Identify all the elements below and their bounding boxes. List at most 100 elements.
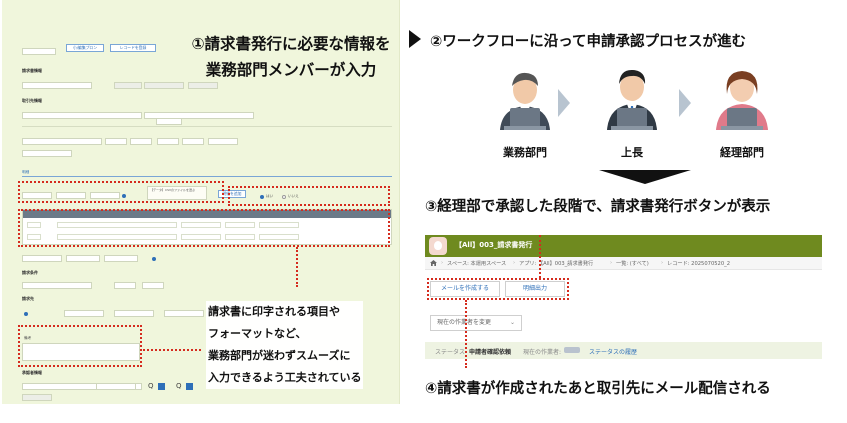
table-cell[interactable]	[27, 222, 41, 228]
detail-output-button[interactable]: 明細出力	[505, 281, 565, 297]
home-icon[interactable]	[430, 260, 437, 266]
table-cell[interactable]	[259, 222, 299, 228]
note-line2: フォーマットなど、	[208, 327, 307, 340]
table-cell[interactable]	[27, 234, 41, 240]
app-screenshot: 【All】003_請求書発行 › スペース: 本運用スペース › アプリ: 【A…	[425, 235, 822, 368]
user-select-icon[interactable]	[186, 383, 193, 390]
approver-input-2[interactable]	[96, 383, 136, 390]
connector-line	[465, 300, 467, 368]
highlight-box-upload	[18, 181, 224, 203]
add-detail-button[interactable]: 明細を追加	[218, 190, 246, 198]
radio-format[interactable]	[122, 194, 126, 198]
table-cell[interactable]	[225, 234, 255, 240]
arrow-right-icon	[409, 30, 421, 48]
arrow-down-icon	[599, 170, 691, 184]
table-cell[interactable]	[57, 234, 177, 240]
radio-tax-mode[interactable]	[152, 257, 156, 261]
field-rate[interactable]	[182, 138, 204, 145]
chevron-down-icon: ⌄	[509, 319, 515, 326]
memo-textarea[interactable]	[22, 343, 140, 361]
field-account-c[interactable]	[164, 310, 204, 317]
field-billing-day[interactable]	[114, 282, 136, 289]
table-cell[interactable]	[57, 222, 177, 228]
field-invoice-extra	[188, 82, 218, 89]
field-tax[interactable]	[157, 138, 179, 145]
change-assignee-button[interactable]: 現在の作業者を変更 ⌄	[430, 315, 522, 331]
breadcrumb-space[interactable]: スペース: 本運用スペース	[447, 261, 507, 267]
section-invoice-heading: 請求書情報	[22, 68, 42, 73]
user-select-icon[interactable]	[158, 383, 165, 390]
field-customer-address[interactable]	[144, 112, 254, 119]
field-account-a[interactable]	[64, 310, 104, 317]
note-caption: 請求書に印字される項目や フォーマットなど、 業務部門が迷わずスムーズに 入力で…	[206, 301, 364, 389]
step3-caption: ③経理部で承認した段階で、請求書発行ボタンが表示	[425, 199, 771, 215]
radio-option-b-label: いいえ	[288, 194, 299, 198]
field-due-date[interactable]	[56, 192, 86, 199]
create-mail-button[interactable]: メールを作成する	[430, 281, 500, 297]
step1-line2: 業務部門メンバーが入力	[205, 61, 377, 79]
manager-person-icon	[607, 69, 657, 130]
memo-label: 備考	[24, 336, 32, 340]
upload-area[interactable]	[147, 186, 207, 200]
edit-button[interactable]: 小/編集プロン	[66, 44, 104, 52]
assignee-label: 現在の作業者:	[523, 349, 562, 356]
radio-option-a-label: はい	[266, 194, 274, 198]
highlight-box-options	[228, 186, 390, 206]
radio-option-a[interactable]	[260, 195, 264, 199]
field-billing-terms[interactable]	[22, 282, 92, 289]
connector-line	[539, 235, 541, 278]
app-header: 【All】003_請求書発行	[425, 235, 822, 257]
form-screenshot: 小/編集プロン レコードを登録 請求書情報 取引先情報 明細 【データ】CSVの…	[2, 0, 400, 404]
field-customer-select[interactable]	[156, 118, 182, 125]
status-label: ステータス	[435, 349, 466, 356]
table-cell[interactable]	[259, 234, 299, 240]
search-icon[interactable]: Q	[148, 382, 154, 390]
field-billing-month[interactable]	[142, 282, 164, 289]
tab-underline	[22, 176, 392, 177]
table-cell[interactable]	[181, 234, 221, 240]
tab-details[interactable]: 明細	[22, 170, 30, 174]
breadcrumb-view[interactable]: 一覧: (すべて)	[616, 261, 649, 267]
field-issue-date[interactable]	[22, 192, 52, 199]
status-history-link[interactable]: ステータスの履歴	[589, 349, 638, 356]
field-total[interactable]	[208, 138, 238, 145]
breadcrumb-app[interactable]: アプリ: 【All】003_請求書発行	[519, 261, 594, 267]
note-line4: 入力できるよう工夫されている	[208, 371, 362, 384]
field-format[interactable]	[90, 192, 120, 199]
field-dept[interactable]	[22, 138, 102, 145]
field-record-number[interactable]	[22, 48, 56, 55]
approver-input-1[interactable]	[22, 383, 142, 390]
field-grand-total[interactable]	[104, 255, 138, 262]
step1-caption: ①請求書発行に必要な情報を 業務部門メンバーが入力	[186, 31, 396, 83]
role-label: 経理部門	[720, 146, 764, 159]
role-label: 業務部門	[503, 146, 547, 159]
worker-person-icon	[500, 72, 550, 130]
breadcrumb: › スペース: 本運用スペース › アプリ: 【All】003_請求書発行 › …	[425, 257, 822, 270]
field-subtotal[interactable]	[22, 255, 62, 262]
change-assignee-label: 現在の作業者を変更	[437, 319, 492, 326]
note-line1: 請求書に印字される項目や	[208, 305, 340, 318]
section-billing-heading: 請求条件	[22, 270, 38, 275]
field-invoice-name[interactable]	[22, 82, 92, 89]
table-cell[interactable]	[181, 222, 221, 228]
field-amount[interactable]	[130, 138, 152, 145]
field-tax-total[interactable]	[66, 255, 100, 262]
app-title: 【All】003_請求書発行	[455, 241, 533, 249]
field-dept-code[interactable]	[105, 138, 127, 145]
radio-account[interactable]	[24, 312, 28, 316]
register-record-button[interactable]: レコードを登録	[110, 44, 156, 52]
divider	[22, 126, 392, 127]
status-bar: ステータス 申請者確認依頼 現在の作業者: ステータスの履歴	[425, 342, 822, 359]
upload-hint: 【データ】CSVのファイルを選ぶ	[150, 188, 196, 192]
radio-option-b[interactable]	[282, 195, 286, 199]
field-invoice-code	[114, 82, 142, 89]
detail-table-header	[23, 210, 391, 218]
field-sub-dept[interactable]	[22, 150, 72, 157]
field-account-b[interactable]	[114, 310, 154, 317]
chevron-right-icon	[558, 89, 570, 117]
search-icon[interactable]: Q	[176, 382, 182, 390]
breadcrumb-record: レコード: 2025070520_2	[667, 261, 731, 267]
field-customer-name[interactable]	[22, 112, 142, 119]
table-cell[interactable]	[225, 222, 255, 228]
highlight-box-table	[18, 209, 390, 247]
